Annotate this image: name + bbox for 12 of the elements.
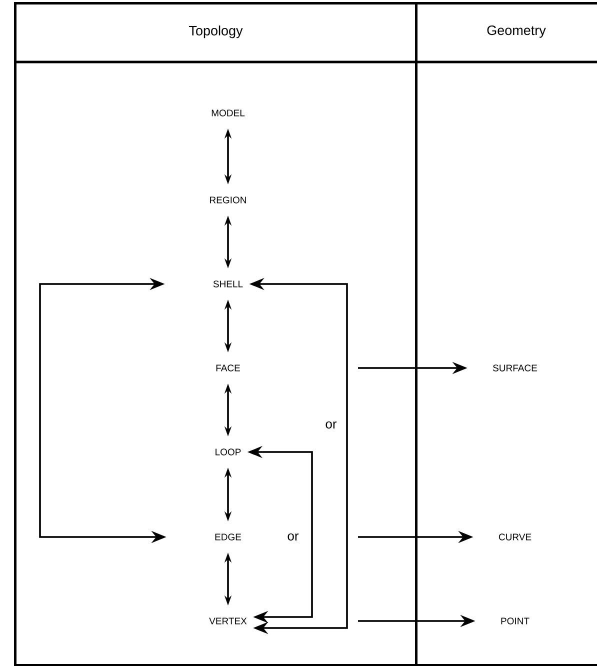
entity-label: FACE	[216, 364, 240, 372]
entity-label: VERTEX	[209, 618, 247, 624]
edge-label: or	[286, 532, 300, 542]
entity-label: EDGE	[215, 534, 242, 540]
entity-label: POINT	[501, 618, 530, 624]
entity-label: SURFACE	[493, 364, 538, 372]
entity-label: MODEL	[212, 110, 245, 116]
edge-label: or	[324, 420, 338, 430]
entity-label: REGION	[210, 196, 246, 204]
entity-label: LOOP	[216, 448, 241, 456]
entity-label: CURVE	[498, 534, 532, 540]
entity-label: SHELL	[213, 280, 243, 288]
